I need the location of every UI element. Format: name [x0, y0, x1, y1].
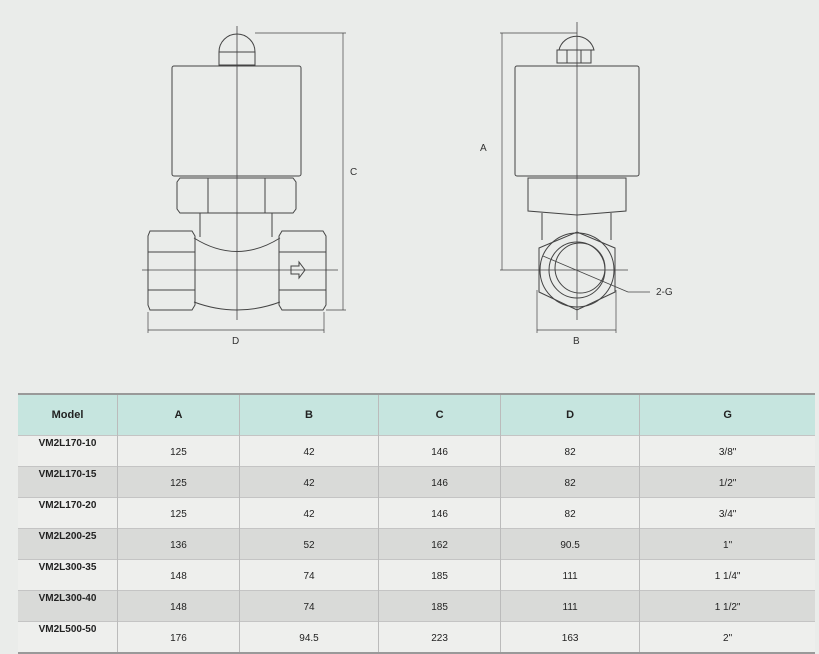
- cell-model: VM2L300-40: [18, 590, 118, 622]
- cell-c: 146: [378, 435, 501, 467]
- header-d: D: [500, 393, 640, 436]
- cell-b: 74: [238, 590, 379, 622]
- cell-model: VM2L170-10: [18, 435, 118, 467]
- dim-label-g: 2-G: [656, 287, 673, 298]
- cell-g: 1/2": [639, 466, 815, 498]
- cell-a: 125: [117, 435, 240, 467]
- dim-label-c: C: [350, 167, 357, 178]
- cell-g: 3/4": [639, 497, 815, 529]
- port-right: [278, 230, 327, 311]
- dim-label-b: B: [573, 336, 580, 347]
- side-view: [500, 22, 650, 333]
- cell-g: 1 1/4": [639, 559, 815, 591]
- hex-nut: [527, 177, 627, 216]
- dim-label-a: A: [480, 143, 487, 154]
- cap-nut: [556, 49, 592, 64]
- cell-b: 74: [238, 559, 379, 591]
- header-g: G: [639, 393, 815, 436]
- cell-d: 163: [500, 621, 640, 654]
- cell-b: 42: [238, 435, 379, 467]
- cell-a: 148: [117, 559, 240, 591]
- cell-a: 148: [117, 590, 240, 622]
- hex-nut: [176, 177, 297, 214]
- header-model: Model: [18, 393, 118, 436]
- flow-arrow-icon: [290, 260, 306, 280]
- header-a: A: [117, 393, 240, 436]
- cell-model: VM2L500-50: [18, 621, 118, 654]
- cell-c: 185: [378, 559, 501, 591]
- cell-b: 52: [238, 528, 379, 560]
- header-b: B: [238, 393, 379, 436]
- cell-d: 82: [500, 497, 640, 529]
- cell-model: VM2L170-15: [18, 466, 118, 498]
- cell-c: 162: [378, 528, 501, 560]
- cell-c: 185: [378, 590, 501, 622]
- cell-d: 111: [500, 590, 640, 622]
- cap: [218, 33, 256, 66]
- cell-a: 125: [117, 497, 240, 529]
- cell-b: 42: [238, 466, 379, 498]
- dim-label-d: D: [232, 336, 239, 347]
- cell-model: VM2L300-35: [18, 559, 118, 591]
- cell-b: 42: [238, 497, 379, 529]
- cell-g: 1": [639, 528, 815, 560]
- cell-a: 125: [117, 466, 240, 498]
- cell-g: 1 1/2": [639, 590, 815, 622]
- valve-dimension-drawing: C D A B 2-G: [142, 22, 673, 347]
- cell-d: 90.5: [500, 528, 640, 560]
- coil: [171, 65, 302, 177]
- cell-c: 146: [378, 466, 501, 498]
- cell-model: VM2L170-20: [18, 497, 118, 529]
- cell-a: 136: [117, 528, 240, 560]
- front-view: [142, 26, 346, 333]
- cell-c: 146: [378, 497, 501, 529]
- cell-model: VM2L200-25: [18, 528, 118, 560]
- cell-d: 82: [500, 466, 640, 498]
- cell-g: 2": [639, 621, 815, 654]
- cell-a: 176: [117, 621, 240, 654]
- port-left: [147, 230, 196, 311]
- cell-d: 111: [500, 559, 640, 591]
- cell-c: 223: [378, 621, 501, 654]
- header-c: C: [378, 393, 501, 436]
- cell-b: 94.5: [238, 621, 379, 654]
- table-header: Model A B C D G: [18, 393, 815, 436]
- cell-g: 3/8": [639, 435, 815, 467]
- cell-d: 82: [500, 435, 640, 467]
